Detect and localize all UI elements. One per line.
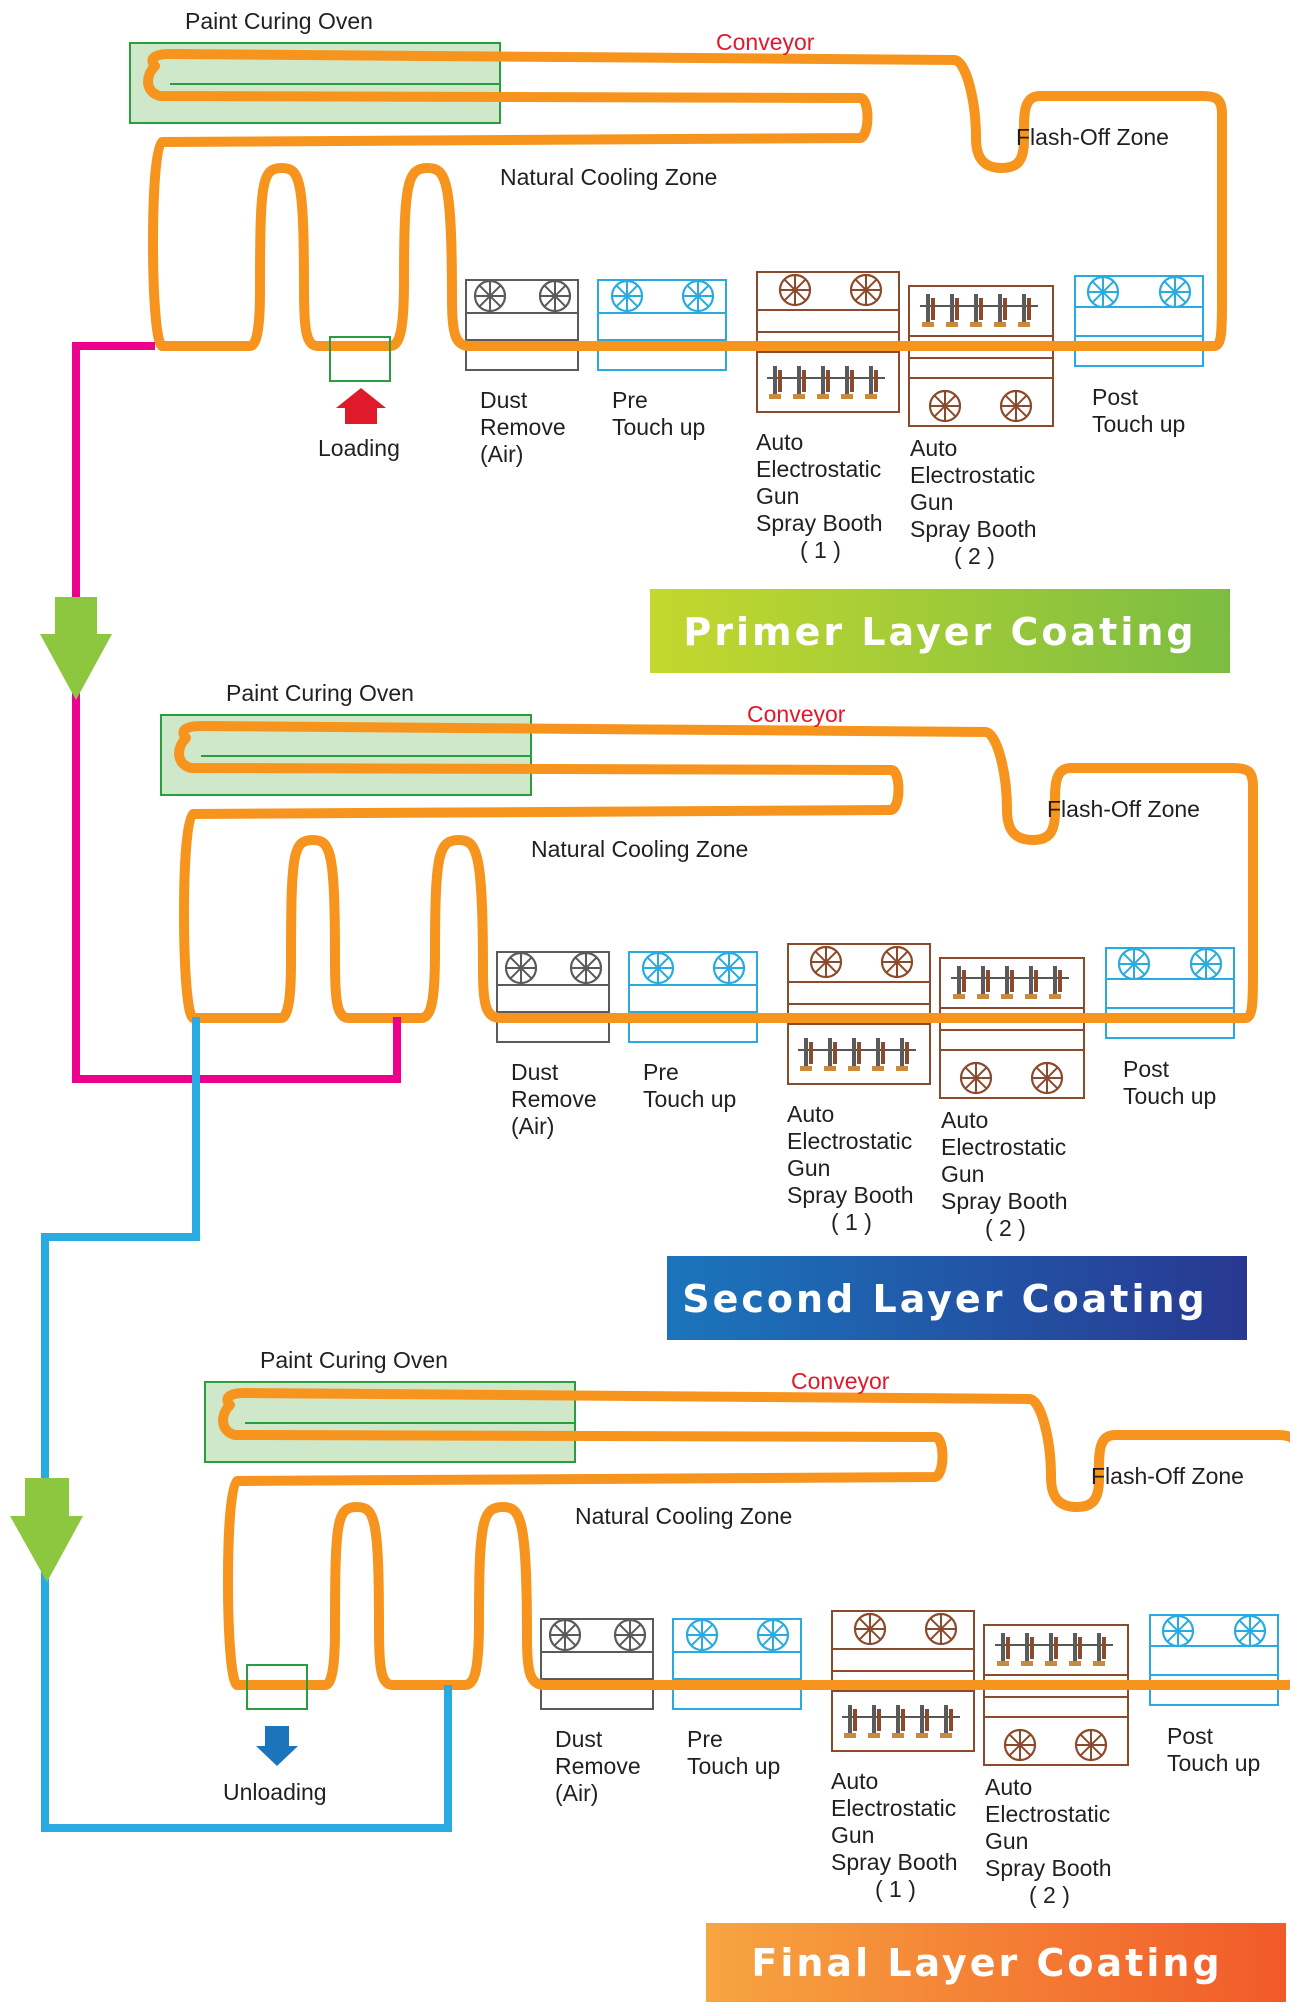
cooling-label: Natural Cooling Zone <box>531 836 748 862</box>
post-touch-label-2: Touch up <box>1092 411 1185 437</box>
booth1-label-3: Gun <box>787 1155 830 1181</box>
primer-banner <box>650 589 1230 673</box>
booth2-label-2: Electrostatic <box>941 1134 1066 1160</box>
booth2-label-4: Spray Booth <box>985 1855 1112 1881</box>
booth2-label-5: ( 2 ) <box>985 1215 1026 1241</box>
final-banner-text: Final Layer Coating <box>751 1941 1222 1985</box>
booth1-label-4: Spray Booth <box>787 1182 914 1208</box>
conveyor-label: Conveyor <box>716 29 815 55</box>
dust-label-1: Dust <box>555 1726 603 1752</box>
pre-touch-label-2: Touch up <box>643 1086 736 1112</box>
dust-label-3: (Air) <box>511 1113 554 1139</box>
primer-banner-text: Primer Layer Coating <box>683 610 1196 654</box>
dust-label-2: Remove <box>511 1086 597 1112</box>
primer-line-layout <box>130 43 1222 426</box>
booth2-label-2: Electrostatic <box>910 462 1035 488</box>
flash-off-label: Flash-Off Zone <box>1091 1463 1244 1489</box>
booth2-label-4: Spray Booth <box>941 1188 1068 1214</box>
dust-label-1: Dust <box>480 387 528 413</box>
section-second: Paint Curing Oven Conveyor Flash-Off Zon… <box>161 680 1253 1340</box>
post-touch-label-1: Post <box>1167 1723 1214 1749</box>
final-line-layout <box>205 1382 1290 1765</box>
cooling-label: Natural Cooling Zone <box>500 164 717 190</box>
booth2-label-5: ( 2 ) <box>954 543 995 569</box>
oven-label: Paint Curing Oven <box>185 8 373 34</box>
pre-touch-label-1: Pre <box>612 387 648 413</box>
unloading-label: Unloading <box>223 1779 327 1805</box>
booth2-label-4: Spray Booth <box>910 516 1037 542</box>
booth2-label-3: Gun <box>985 1828 1028 1854</box>
post-touch-label-2: Touch up <box>1167 1750 1260 1776</box>
loading-label: Loading <box>318 435 400 461</box>
booth1-label-1: Auto <box>787 1101 834 1127</box>
booth2-label-5: ( 2 ) <box>1029 1882 1070 1908</box>
oven-label: Paint Curing Oven <box>226 680 414 706</box>
second-banner-text: Second Layer Coating <box>682 1277 1208 1321</box>
section-primer: Paint Curing Oven Conveyor Flash-Off Zon… <box>130 8 1230 673</box>
dust-label-3: (Air) <box>555 1780 598 1806</box>
dust-label-1: Dust <box>511 1059 559 1085</box>
booth1-label-5: ( 1 ) <box>875 1876 916 1902</box>
pre-touch-label-1: Pre <box>687 1726 723 1752</box>
unloading-arrow-icon <box>256 1726 298 1766</box>
post-touch-label-1: Post <box>1123 1056 1170 1082</box>
conveyor-label: Conveyor <box>747 701 846 727</box>
booth1-label-4: Spray Booth <box>831 1849 958 1875</box>
booth1-label-5: ( 1 ) <box>800 537 841 563</box>
second-line-layout <box>161 715 1253 1098</box>
booth2-label-1: Auto <box>910 435 957 461</box>
dust-label-2: Remove <box>555 1753 641 1779</box>
post-touch-label-2: Touch up <box>1123 1083 1216 1109</box>
conveyor-label: Conveyor <box>791 1368 890 1394</box>
booth1-label-1: Auto <box>756 429 803 455</box>
booth1-label-1: Auto <box>831 1768 878 1794</box>
dust-label-3: (Air) <box>480 441 523 467</box>
post-touch-label-1: Post <box>1092 384 1139 410</box>
booth1-label-2: Electrostatic <box>831 1795 956 1821</box>
booth2-label-2: Electrostatic <box>985 1801 1110 1827</box>
pre-touch-label-1: Pre <box>643 1059 679 1085</box>
booth2-label-3: Gun <box>910 489 953 515</box>
pre-touch-label-2: Touch up <box>612 414 705 440</box>
unloading-station-box <box>246 1664 308 1710</box>
final-banner <box>706 1923 1286 2002</box>
booth2-label-3: Gun <box>941 1161 984 1187</box>
booth2-label-1: Auto <box>985 1774 1032 1800</box>
booth1-label-3: Gun <box>831 1822 874 1848</box>
loading-station-box <box>329 336 391 382</box>
cooling-label: Natural Cooling Zone <box>575 1503 792 1529</box>
section-final: Paint Curing Oven Conveyor Flash-Off Zon… <box>205 1347 1290 2002</box>
flow-down-arrow-icon <box>10 1478 83 1582</box>
second-banner <box>667 1256 1247 1340</box>
booth1-label-5: ( 1 ) <box>831 1209 872 1235</box>
flash-off-label: Flash-Off Zone <box>1016 124 1169 150</box>
oven-label: Paint Curing Oven <box>260 1347 448 1373</box>
booth1-label-3: Gun <box>756 483 799 509</box>
booth1-label-4: Spray Booth <box>756 510 883 536</box>
transfer-line-primer-to-second <box>72 342 401 1083</box>
pre-touch-label-2: Touch up <box>687 1753 780 1779</box>
flash-off-label: Flash-Off Zone <box>1047 796 1200 822</box>
booth1-label-2: Electrostatic <box>756 456 881 482</box>
flow-down-arrow-icon <box>40 597 112 700</box>
booth1-label-2: Electrostatic <box>787 1128 912 1154</box>
dust-label-2: Remove <box>480 414 566 440</box>
booth2-label-1: Auto <box>941 1107 988 1133</box>
loading-arrow-icon <box>336 388 386 424</box>
